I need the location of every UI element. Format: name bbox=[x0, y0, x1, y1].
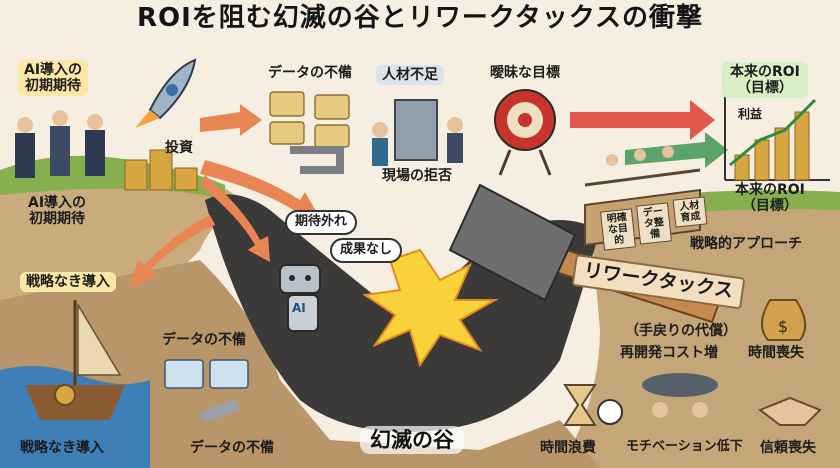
redevelop-cost-label: 再開発コスト増 bbox=[620, 345, 718, 361]
data-gap-mid-label: データの不備 bbox=[162, 332, 246, 348]
no-strategy-bottom-label: 戦略なき導入 bbox=[20, 440, 104, 456]
arrow-to-data-icon bbox=[200, 104, 262, 136]
roi-chart-icon bbox=[724, 95, 830, 181]
folders-icon bbox=[269, 91, 350, 148]
motivation-drop-label: モチベーション低下 bbox=[626, 439, 743, 454]
arrow-to-roi-icon bbox=[570, 100, 715, 140]
compass-icon bbox=[54, 384, 76, 406]
money-bag-icon: $ bbox=[761, 299, 807, 341]
roi-target-right-label: 本来のROI （目標） bbox=[735, 182, 805, 215]
arrows bbox=[130, 100, 715, 288]
arrow-down-icon bbox=[200, 175, 270, 262]
hourglass-icon bbox=[563, 384, 597, 426]
bridge-plank-data: データ整備 bbox=[636, 202, 672, 245]
people-icon bbox=[15, 110, 105, 178]
strategic-approach-label: 戦略的アプローチ bbox=[690, 236, 802, 252]
pipe-icon bbox=[290, 146, 344, 174]
arrow-green-icon bbox=[625, 132, 728, 168]
field-rejection-label: 現場の拒否 bbox=[382, 168, 452, 184]
handshake-icon bbox=[757, 396, 822, 426]
robot-ai-label: AI bbox=[292, 301, 306, 315]
arrow-to-boat-icon bbox=[130, 215, 215, 288]
bridge-plank-talent: 人材育成 bbox=[672, 196, 708, 228]
rocket-icon bbox=[135, 58, 197, 128]
time-waste-label: 時間浪費 bbox=[540, 440, 596, 456]
page-title: ROIを阻む幻滅の谷とリワークタックスの衝撃 bbox=[137, 3, 703, 33]
ai-expectation-label: AI導入の 初期期待 bbox=[18, 60, 89, 97]
investment-label: 投資 bbox=[165, 140, 193, 156]
trust-loss-label: 信頼喪失 bbox=[760, 440, 816, 456]
profit-label: 利益 bbox=[738, 107, 763, 121]
arrow-to-valley-icon bbox=[200, 160, 322, 222]
clock-icon bbox=[597, 399, 623, 425]
data-gap-bottom-label: データの不備 bbox=[190, 440, 274, 456]
bubble-no-results: 成果なし bbox=[330, 238, 403, 263]
robot-icon bbox=[279, 264, 321, 332]
talent-gap-label: 人材不足 bbox=[376, 65, 444, 86]
impact-burst-icon bbox=[362, 248, 499, 368]
rework-sub-label: （手戻りの代償） bbox=[625, 323, 737, 339]
storm-cloud-icon bbox=[642, 373, 718, 418]
bubble-disappointment: 期待外れ bbox=[285, 210, 358, 235]
ai-expectation-lower-label: AI導入の 初期期待 bbox=[28, 195, 87, 228]
sail-icon bbox=[77, 302, 122, 376]
left-cliff bbox=[0, 159, 250, 300]
vague-goal-label: 曖昧な目標 bbox=[490, 65, 560, 81]
broken-folders-icon bbox=[164, 359, 249, 389]
valley-name-label: 幻滅の谷 bbox=[360, 426, 464, 455]
svg-text:$: $ bbox=[778, 317, 788, 336]
boat-icon bbox=[25, 385, 125, 420]
coins-icon bbox=[124, 149, 198, 191]
no-strategy-top-label: 戦略なき導入 bbox=[20, 272, 116, 293]
broken-pipe-icon bbox=[200, 399, 240, 423]
time-loss-label: 時間喪失 bbox=[748, 345, 804, 361]
machine-icon bbox=[372, 99, 463, 166]
roi-target-top-label: 本来のROI （目標） bbox=[722, 62, 808, 99]
bridge-plank-purpose: 明確な目的 bbox=[600, 208, 636, 251]
data-gap-label: データの不備 bbox=[268, 65, 352, 81]
dartboard-icon bbox=[494, 89, 556, 176]
